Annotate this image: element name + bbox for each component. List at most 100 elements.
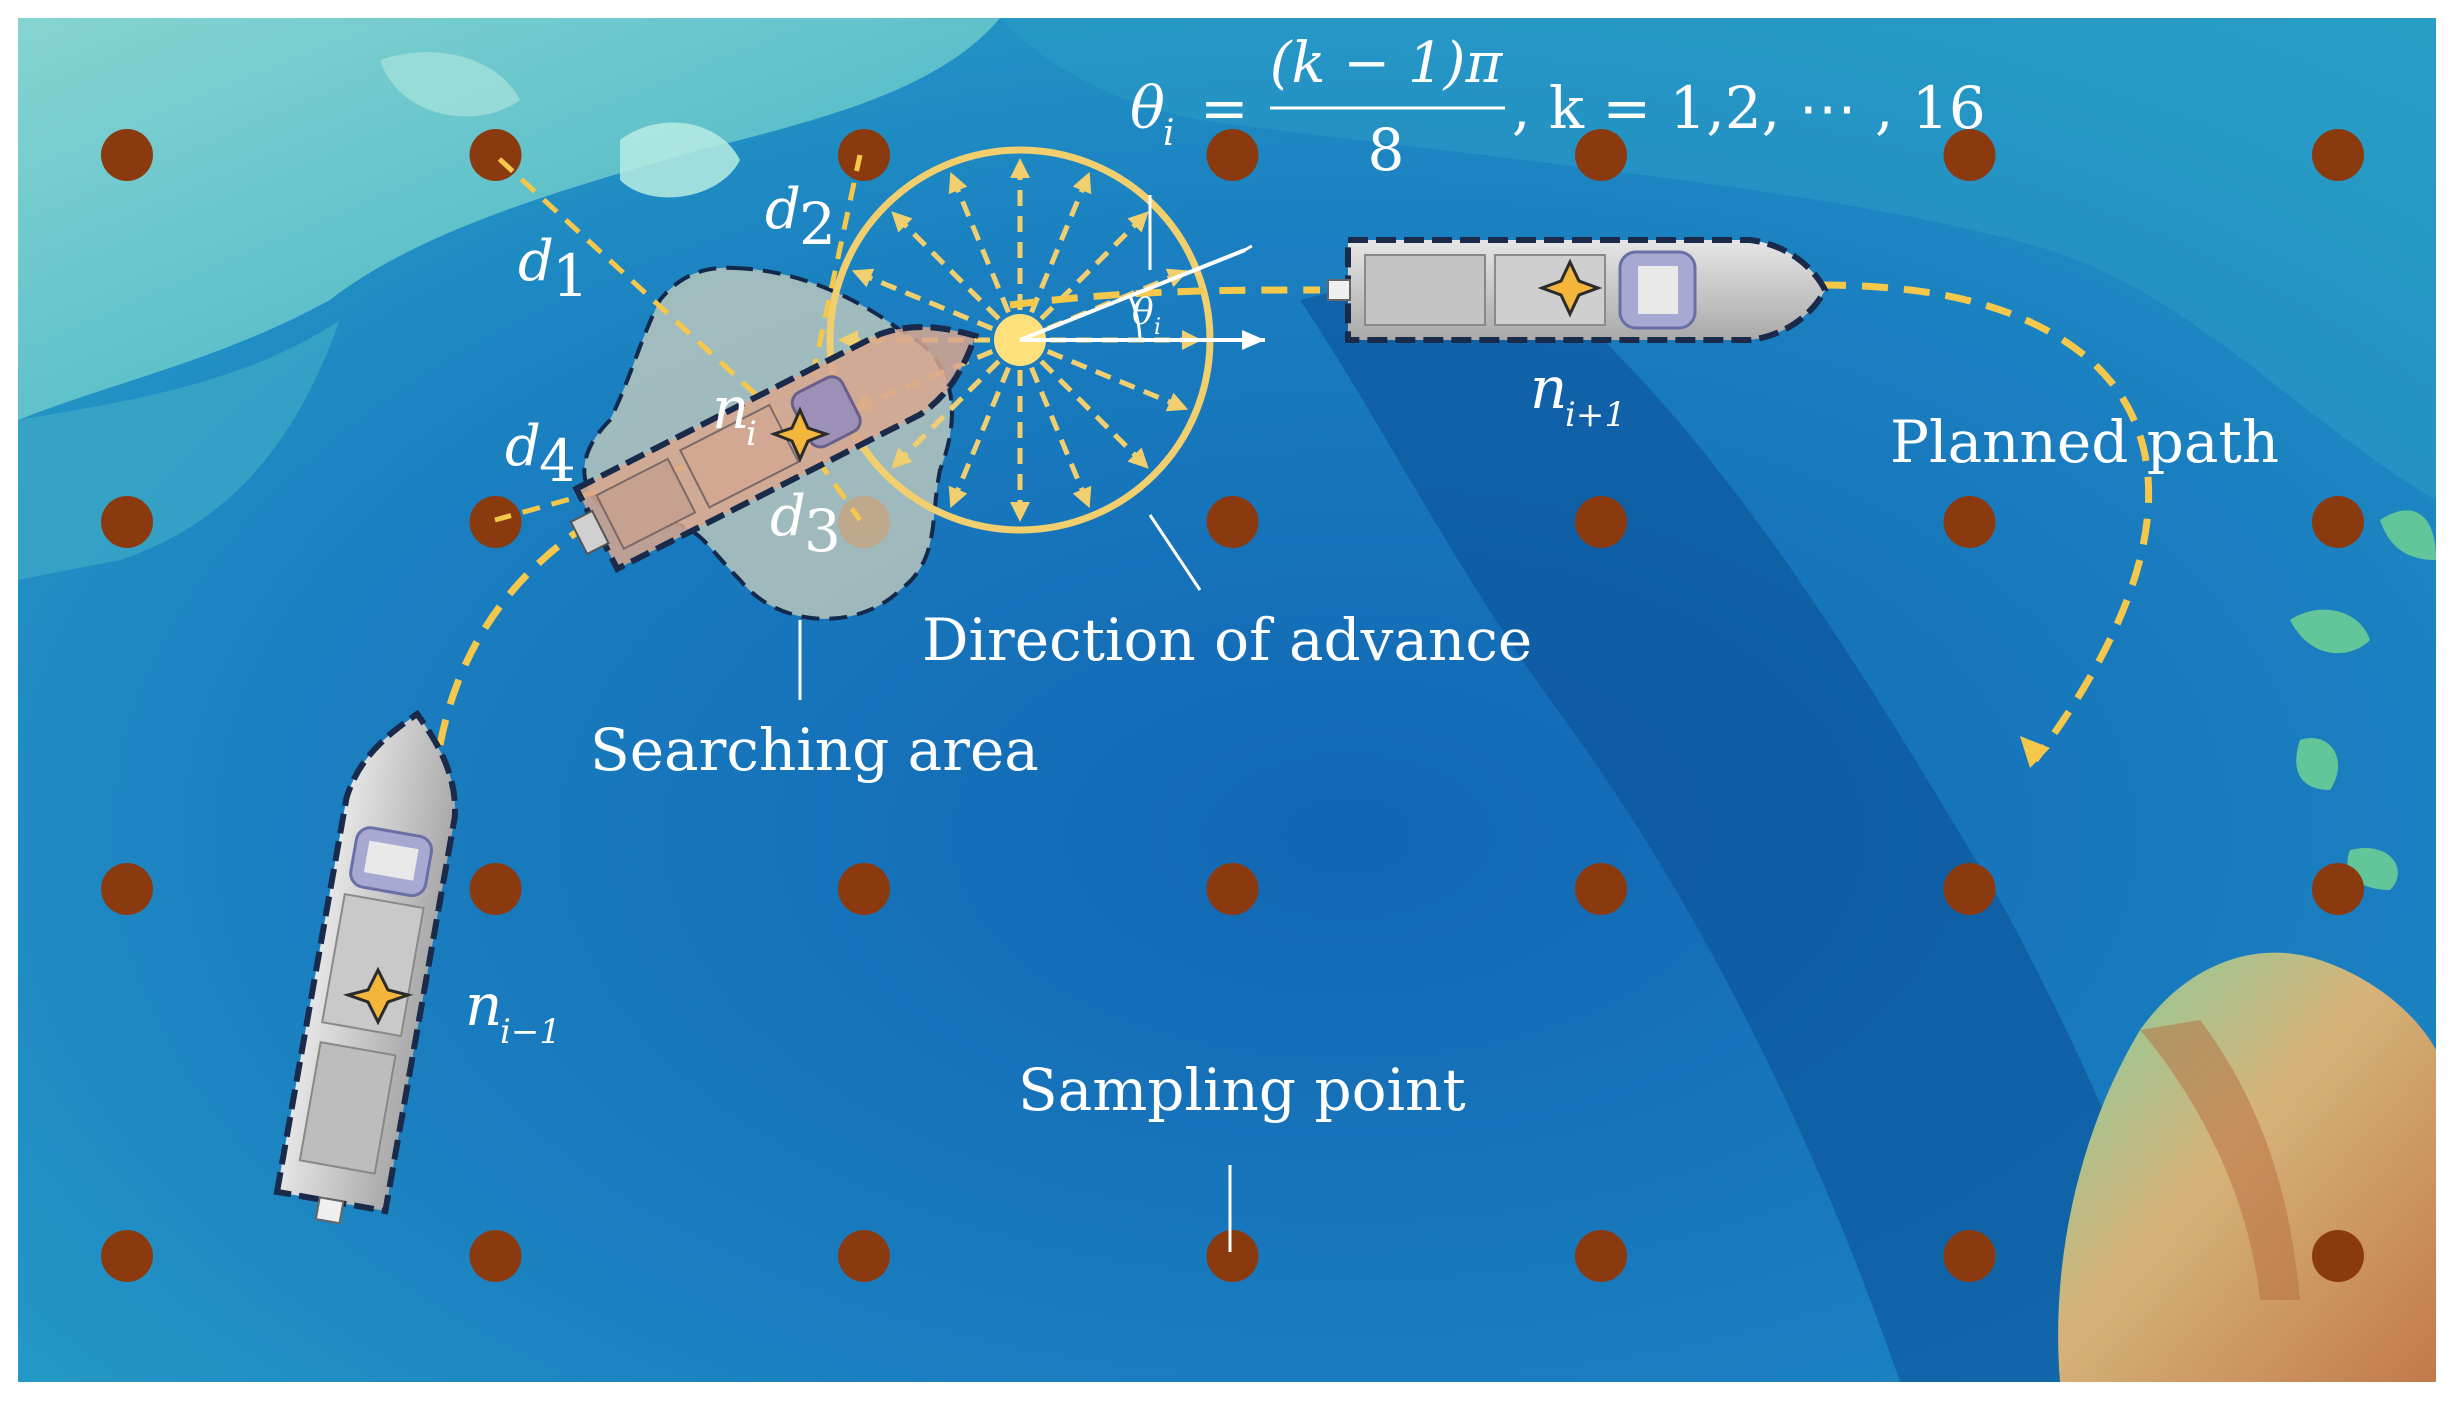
direction-ray: [1046, 349, 1180, 409]
label-ni-minus-1: n: [465, 971, 502, 1039]
label-d3-sub: 3: [804, 497, 841, 565]
sampling-point: [1206, 863, 1259, 915]
sampling-point: [1206, 1230, 1259, 1282]
trench: [1300, 250, 2200, 1382]
sampling-point: [469, 863, 522, 915]
label-d2-sub: 2: [799, 190, 836, 258]
direction-ray: [1039, 359, 1144, 464]
formula-numerator: (k − 1)π: [1270, 31, 1504, 96]
label-sampling-point: Sampling point: [1018, 1056, 1466, 1124]
direction-ray-arrowhead: [1010, 158, 1030, 178]
direction-leader: [1148, 514, 1202, 591]
sampling-point: [2312, 863, 2364, 915]
direction-ray-arrowhead: [1072, 485, 1092, 509]
shelf-slope: [18, 320, 340, 580]
upper-plateau: [1000, 18, 2436, 500]
label-searching-area: Searching area: [590, 716, 1039, 784]
island-1: [2290, 609, 2370, 654]
sampling-point: [101, 129, 153, 181]
label-d3: d: [770, 484, 806, 549]
sampling-point: [1575, 496, 1627, 548]
direction-ray-arrowhead: [948, 485, 968, 509]
label-d4-sub: 4: [539, 427, 576, 495]
reef-patch-2: [380, 52, 520, 117]
direction-ray: [1029, 180, 1089, 314]
direction-ray: [860, 271, 994, 331]
label-theta-i-sub: i: [1154, 315, 1161, 340]
label-d4: d: [505, 414, 541, 479]
sampling-point: [2312, 1230, 2364, 1282]
direction-ray-arrowhead: [891, 211, 913, 233]
sampling-point: [1943, 863, 1996, 915]
direction-ray-arrowhead: [851, 268, 875, 288]
sampling-point: [469, 496, 522, 548]
island-4: [2380, 510, 2436, 560]
sampling-grid: [101, 129, 2364, 1282]
formula-denominator: 8: [1368, 116, 1405, 184]
bathymetry-map: [18, 18, 2436, 1382]
direction-ray-arrowhead: [1165, 392, 1189, 412]
sampling-point: [838, 1230, 890, 1282]
label-d1-sub: 1: [552, 242, 589, 310]
sampling-point: [101, 863, 153, 915]
formula-tail: , k = 1,2, ⋯ , 16: [1512, 74, 1986, 142]
label-ni-plus-1: n: [1530, 354, 1567, 422]
formula-lhs: θ: [1130, 74, 1165, 142]
direction-ray-arrowhead: [891, 447, 913, 469]
star-next-icon: [1537, 258, 1603, 318]
distance-line-d1: [493, 153, 802, 437]
direction-ray-arrowhead: [1010, 502, 1030, 522]
angle-construction: [1019, 195, 1265, 350]
sampling-point: [1575, 863, 1627, 915]
direction-ray: [1029, 366, 1089, 500]
sampling-point: [1206, 496, 1259, 548]
formula: θ i = (k − 1)π 8 , k = 1,2, ⋯ , 16: [1130, 31, 1986, 184]
direction-ray-arrowhead: [1072, 171, 1092, 195]
sampling-point: [469, 1230, 522, 1282]
sampling-point: [1575, 1230, 1627, 1282]
continental-shelf: [18, 18, 1000, 420]
label-ni-plus-1-sub: i+1: [1565, 395, 1626, 435]
sampling-point: [2312, 496, 2364, 548]
label-ni-sub: i: [746, 414, 757, 454]
star-current-icon: [769, 406, 831, 463]
sampling-point: [1943, 129, 1996, 181]
formula-lhs-sub: i: [1163, 113, 1175, 154]
star-prev-icon: [342, 966, 414, 1026]
sampling-point: [469, 129, 522, 181]
label-ni-minus-1-sub: i−1: [500, 1012, 561, 1052]
angle-arc: [1128, 295, 1142, 341]
sampling-point: [838, 129, 890, 181]
sampling-point: [101, 1230, 153, 1282]
label-ni: n: [712, 374, 749, 442]
direction-ray-arrowhead: [948, 171, 968, 195]
reference-axis-arrowhead: [1242, 330, 1265, 350]
direction-ray-arrowhead: [1127, 211, 1149, 233]
direction-ray: [896, 359, 1001, 464]
direction-ray: [1039, 216, 1144, 321]
label-planned-path: Planned path: [1890, 408, 2279, 476]
direction-ray: [896, 216, 1001, 321]
sampling-point: [2312, 129, 2364, 181]
island-2: [2296, 738, 2339, 790]
label-d1: d: [518, 229, 554, 294]
direction-ray: [951, 366, 1011, 500]
direction-ray: [951, 180, 1011, 314]
sampling-point: [1206, 129, 1259, 181]
direction-ray-arrowhead: [1127, 447, 1149, 469]
label-d2: d: [765, 177, 801, 242]
reef-patch: [620, 122, 740, 198]
sampling-point: [101, 496, 153, 548]
heading-line: [1019, 248, 1246, 342]
ship-prev: [273, 709, 458, 1225]
mountain-ridge: [2140, 1020, 2300, 1300]
label-theta-i: θ: [1132, 292, 1154, 333]
planned-path-arrowhead: [2020, 736, 2050, 768]
sampling-point: [1943, 496, 1996, 548]
label-direction-of-advance: Direction of advance: [922, 606, 1532, 674]
sampling-point: [1575, 129, 1627, 181]
formula-eq: =: [1200, 74, 1249, 142]
sampling-point: [838, 863, 890, 915]
